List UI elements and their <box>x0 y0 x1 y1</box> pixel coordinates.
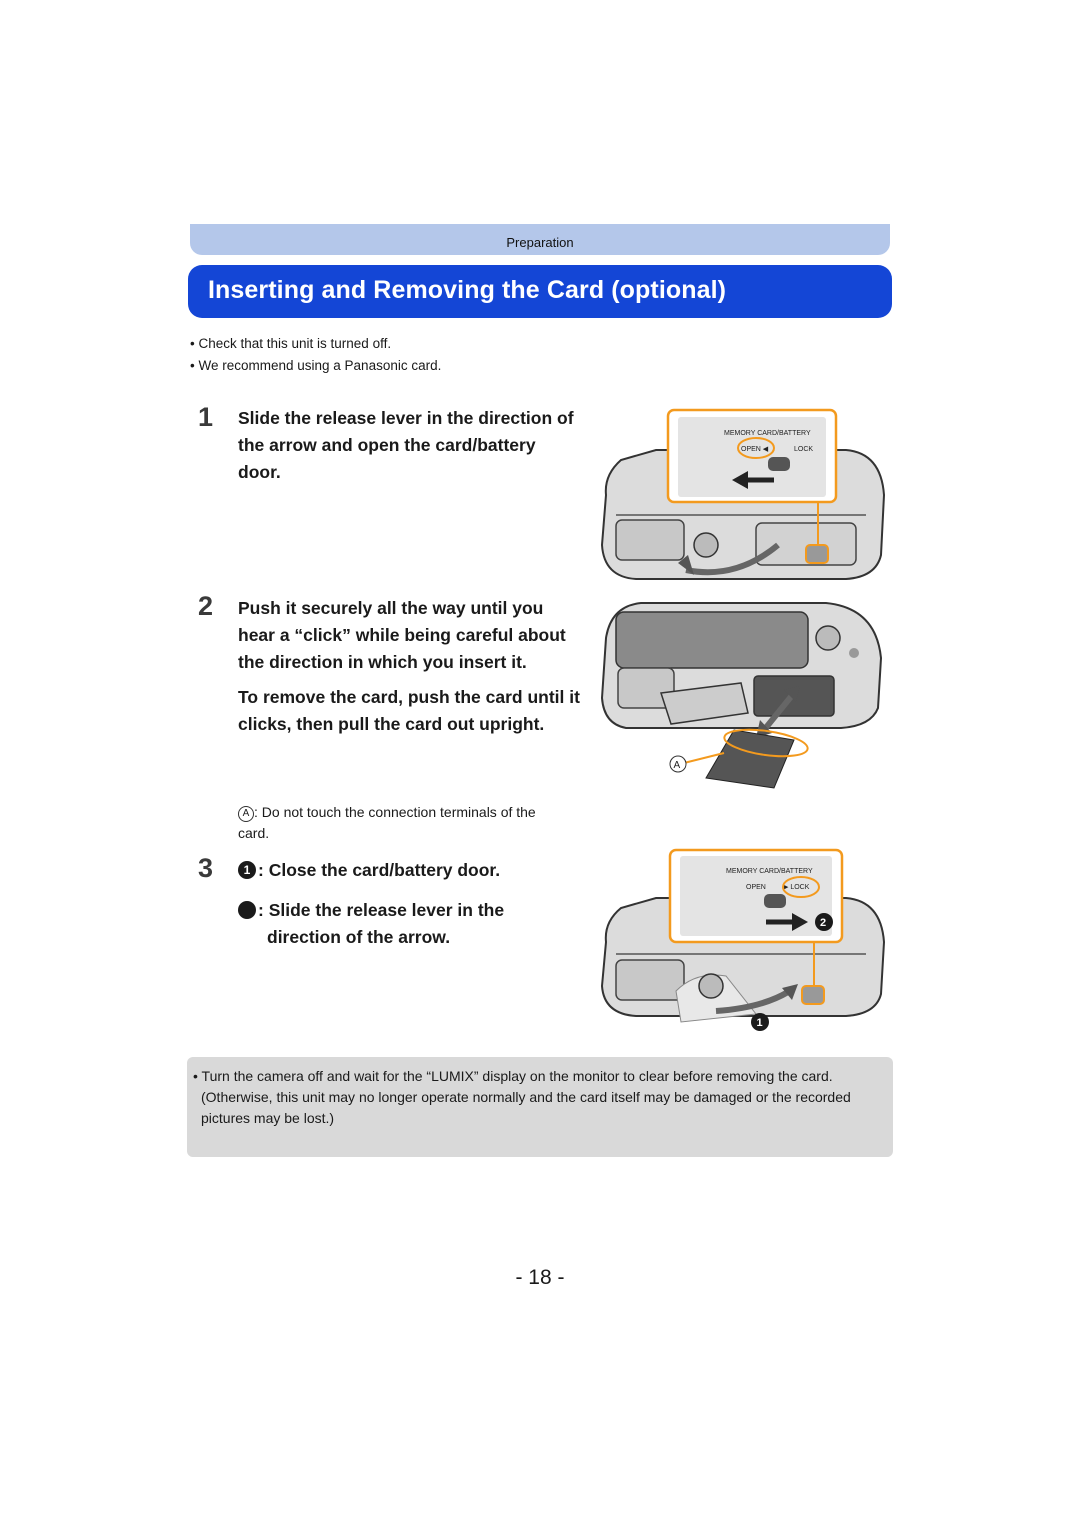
step-2-number: 2 <box>198 591 214 621</box>
step-2-instruction: Push it securely all the way until you h… <box>238 598 566 672</box>
page-number: - 18 - <box>515 1266 565 1289</box>
caution-box: • Turn the camera off and wait for the “… <box>187 1057 893 1157</box>
lock-label-3: ▶ LOCK <box>783 884 810 891</box>
step-3-line-1: 1: Close the card/battery door. <box>238 857 558 884</box>
step-1-text: Slide the release lever in the direction… <box>238 405 583 486</box>
lock-label: LOCK <box>794 446 813 453</box>
step-2-note: A: Do not touch the connection terminals… <box>238 802 568 844</box>
caution-line-1: • Turn the camera off and wait for the “… <box>193 1068 833 1084</box>
panel-title-text-3: MEMORY CARD/BATTERY <box>726 868 813 875</box>
intro-bullets: • Check that this unit is turned off. • … <box>190 333 441 377</box>
step-1-instruction: Slide the release lever in the direction… <box>238 408 574 482</box>
callout-a-marker: A <box>238 806 254 822</box>
page-title: Inserting and Removing the Card (optiona… <box>208 276 727 304</box>
title-bar: Inserting and Removing the Card (optiona… <box>188 265 892 318</box>
bullet-item: • We recommend using a Panasonic card. <box>190 358 442 373</box>
note-text: : Do not touch the connection terminals … <box>238 804 536 841</box>
figure-insert-card: A <box>600 602 883 789</box>
step-2-text: Push it securely all the way until you h… <box>238 595 583 738</box>
section-tab: Preparation <box>190 224 890 255</box>
bullet-item: • Check that this unit is turned off. <box>190 336 392 351</box>
panel-title-text: MEMORY CARD/BATTERY <box>724 430 811 437</box>
callout-2-marker: 2 <box>229 901 256 919</box>
step-1-number: 1 <box>198 402 214 432</box>
callout-2-figure: 2 <box>820 917 826 929</box>
step-2-remove-instruction: To remove the card, push the card until … <box>238 687 580 734</box>
step-3-number: 3 <box>198 853 214 883</box>
callout-a-label: A <box>674 760 681 771</box>
figure-open-door: MEMORY CARD/BATTERY OPEN ◀ LOCK <box>600 408 886 580</box>
step-3-line-2: 2: Slide the release lever in the direct… <box>229 900 505 947</box>
callout-1-figure: 1 <box>757 1017 763 1029</box>
figure-close-door: MEMORY CARD/BATTERY OPEN ▶ LOCK 2 1 <box>600 848 886 1031</box>
open-label-3: OPEN <box>746 884 766 891</box>
open-label: OPEN ◀ <box>741 446 769 453</box>
step-3-text: 1: Close the card/battery door. 2: Slide… <box>229 857 558 964</box>
callout-1-marker: 1 <box>238 861 256 879</box>
caution-line-2: (Otherwise, this unit may no longer oper… <box>201 1089 851 1126</box>
